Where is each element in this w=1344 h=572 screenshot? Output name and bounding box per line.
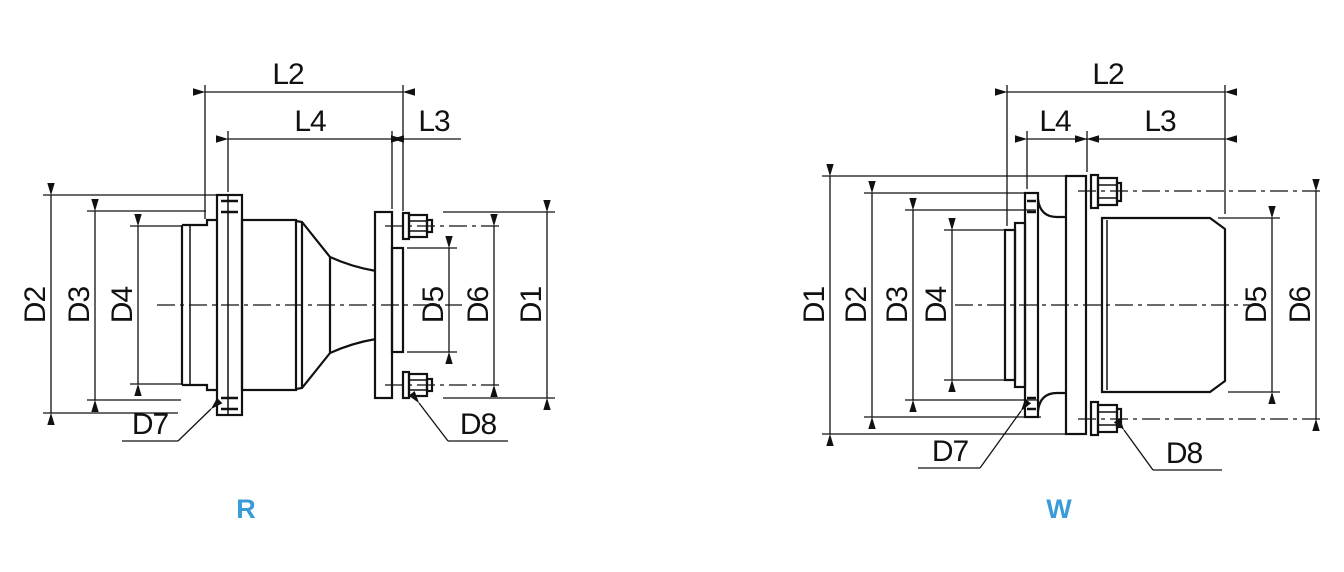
ext-lines-d1 <box>822 175 1067 435</box>
coupling-body-r <box>180 193 434 417</box>
dim-label-d5: D5 <box>417 287 450 324</box>
left-flange-thread-marks <box>221 199 238 411</box>
diameter-dimensions-right-r: D5 D6 D1 <box>407 199 555 411</box>
leader-line-d8 <box>408 391 449 442</box>
ext-lines-d3 <box>905 209 1039 401</box>
bolt-top <box>401 211 434 241</box>
callouts-w: D7 D8 <box>918 398 1222 471</box>
bolt-top-hex-facets <box>409 220 427 232</box>
dim-label-d1: D1 <box>798 287 831 324</box>
dim-label-l4: L4 <box>294 105 326 138</box>
pilot-boss <box>390 246 405 354</box>
length-dimensions-r: L2 L4 L3 <box>192 58 461 219</box>
bolt-top-tip <box>425 218 434 234</box>
ext-lines-d3 <box>87 210 206 401</box>
ext-lines-l2 <box>1006 85 1226 226</box>
elastomer-cylinder <box>240 218 298 392</box>
bolt-top-tip <box>1115 181 1123 203</box>
centerlines-r <box>157 225 503 386</box>
callout-label-d8: D8 <box>460 408 497 441</box>
cone-section <box>295 219 377 391</box>
drawing-variant-w: L2 L4 L3 D1 D2 D3 D4 D5 D6 <box>798 58 1324 524</box>
drawing-variant-r: L2 L4 L3 D2 D3 D4 D5 D6 <box>19 58 555 524</box>
dim-label-d3: D3 <box>63 287 96 324</box>
ext-lines-d2 <box>864 192 1041 418</box>
left-flange-thread-marks <box>1027 199 1036 411</box>
leader-line-d7 <box>979 398 1032 469</box>
bolt-bottom-tip <box>425 377 434 393</box>
bolt-bottom-tip <box>1115 407 1123 429</box>
callout-label-d7: D7 <box>132 408 169 441</box>
threaded-plug <box>1100 216 1227 394</box>
diameter-dimensions-right-w: D5 D6 <box>1218 178 1320 432</box>
ext-lines-l4 <box>1026 131 1088 189</box>
hub-outline <box>180 218 217 392</box>
flange-disk <box>1064 174 1088 436</box>
dim-label-d6: D6 <box>1284 287 1317 324</box>
diameter-dimensions-left-r: D2 D3 D4 <box>19 182 217 426</box>
dim-label-d2: D2 <box>840 287 873 324</box>
diameter-dimensions-left-w: D1 D2 D3 D4 <box>798 163 1067 447</box>
dim-label-d2: D2 <box>19 287 52 324</box>
coupling-body-w <box>1003 173 1227 437</box>
dim-label-d1: D1 <box>515 287 548 324</box>
ext-lines-l2 <box>204 85 404 219</box>
dim-label-d3: D3 <box>881 287 914 324</box>
variant-label-w: W <box>1046 494 1072 524</box>
dim-label-d4: D4 <box>920 287 953 324</box>
bolt-top <box>1089 173 1123 210</box>
leader-line-d8 <box>1113 417 1154 471</box>
length-dimensions-w: L2 L4 L3 <box>994 58 1238 226</box>
ext-lines-d2 <box>43 194 217 414</box>
dim-label-l2: L2 <box>272 58 304 91</box>
callouts-r: D7 D8 <box>122 391 508 442</box>
bolt-bottom-hex-facets <box>409 379 427 391</box>
dim-label-d6: D6 <box>462 287 495 324</box>
neck-fillet <box>1036 198 1066 412</box>
dim-label-l2: L2 <box>1092 58 1124 91</box>
callout-label-d7: D7 <box>932 435 969 468</box>
dim-label-l3: L3 <box>418 105 450 138</box>
leader-line-d7 <box>177 397 223 442</box>
dim-label-l3: L3 <box>1144 105 1176 138</box>
variant-label-r: R <box>236 494 256 524</box>
bolt-top-hex-facets <box>1098 184 1117 199</box>
ext-lines-l4 <box>227 131 393 209</box>
dim-label-l4: L4 <box>1039 105 1071 138</box>
callout-label-d8: D8 <box>1166 437 1203 470</box>
dim-label-d5: D5 <box>1240 287 1273 324</box>
dim-label-d4: D4 <box>106 287 139 324</box>
ext-lines-d1 <box>443 211 555 399</box>
